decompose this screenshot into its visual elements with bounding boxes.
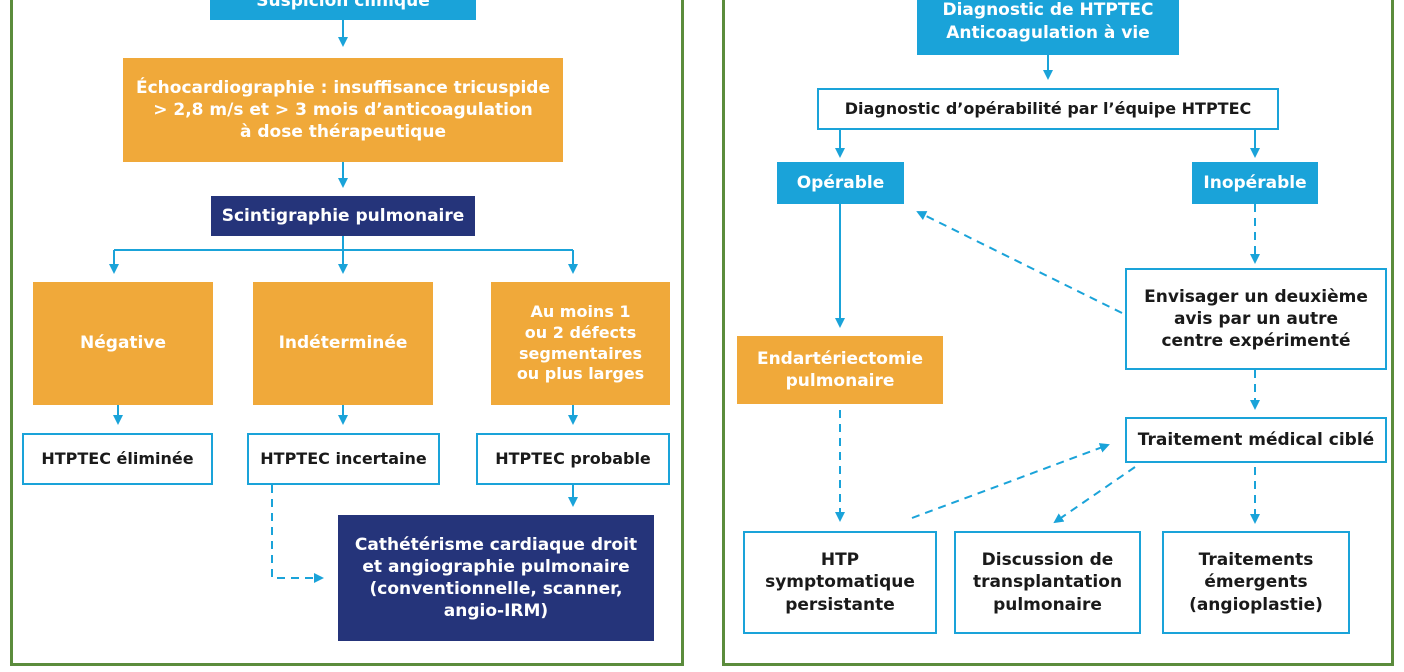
box-operable: Opérable xyxy=(777,162,904,204)
box-echocardiographie: Échocardiographie : insuffisance tricusp… xyxy=(123,58,563,162)
box-traitement-cible: Traitement médical ciblé xyxy=(1125,417,1387,463)
box-defects: Au moins 1 ou 2 défects segmentaires ou … xyxy=(491,282,670,405)
box-diagnostic-htptec: Diagnostic de HTPTEC Anticoagulation à v… xyxy=(917,0,1179,55)
box-traitements-emergents: Traitements émergents (angioplastie) xyxy=(1162,531,1350,634)
box-diagnostic-operabilite: Diagnostic d’opérabilité par l’équipe HT… xyxy=(817,88,1279,130)
box-suspicion-clinique: Suspicion clinique xyxy=(210,0,476,20)
box-second-avis: Envisager un deuxième avis par un autre … xyxy=(1125,268,1387,370)
box-inoperable: Inopérable xyxy=(1192,162,1318,204)
box-indeterminee: Indéterminée xyxy=(253,282,433,405)
box-negative: Négative xyxy=(33,282,213,405)
box-catheterisme: Cathétérisme cardiaque droit et angiogra… xyxy=(338,515,654,641)
box-scintigraphie: Scintigraphie pulmonaire xyxy=(211,196,475,236)
box-htp-persistante: HTP symptomatique persistante xyxy=(743,531,937,634)
box-htptec-probable: HTPTEC probable xyxy=(476,433,670,485)
box-transplantation: Discussion de transplantation pulmonaire xyxy=(954,531,1141,634)
box-htptec-eliminee: HTPTEC éliminée xyxy=(22,433,213,485)
box-endarteriectomie: Endartériectomie pulmonaire xyxy=(737,336,943,404)
box-htptec-incertaine: HTPTEC incertaine xyxy=(247,433,440,485)
